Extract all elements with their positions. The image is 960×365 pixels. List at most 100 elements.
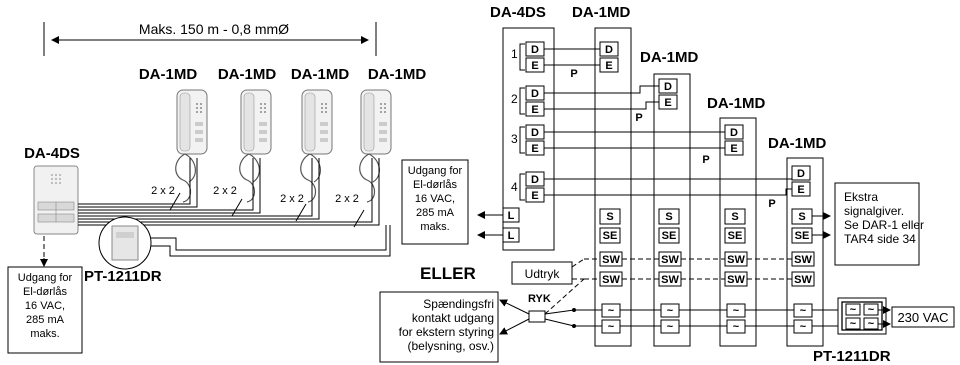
p-label-4: P [768,198,775,210]
output-note-box [7,266,83,354]
unit4-se: SE [795,230,810,242]
l-terminal-1: L [508,210,515,222]
panel-d-1: D [531,44,539,56]
right-output-note-box [401,159,469,245]
unit2-sw-1: SW [661,254,679,266]
wire-label-2: 2 x 2 [213,185,237,197]
unit2-ac-1: ~ [667,305,674,317]
unit1-ac-1: ~ [608,305,615,317]
extra-note-line-1: Ekstra [844,190,878,204]
eller-label: ELLER [420,264,476,283]
unit-label-2: DA-1MD [640,49,698,66]
unit-box-4 [786,157,824,347]
panel-d-4: D [531,174,539,186]
p-label-1: P [570,68,577,80]
unit2-s: S [665,211,672,223]
unit-label-1: DA-1MD [572,4,630,21]
schematic-panel-label: DA-4DS [490,4,546,21]
monitor-image-2 [239,89,272,203]
unit3-sw-1: SW [727,254,745,266]
extra-signal-box [834,182,920,266]
schematic-panel-box [502,27,555,251]
vac-label: 230 VAC [897,310,948,325]
unit1-ac-2: ~ [608,321,615,333]
unit2-e: E [664,97,671,109]
unit1-se: SE [603,230,618,242]
p-label-3: P [702,154,709,166]
panel-label: DA-4DS [24,145,80,162]
output-note-line-3: 16 VAC, [25,300,65,312]
unit3-sw-2: SW [727,274,745,286]
p-label-2: P [635,112,642,124]
psu-ac-1: ~ [850,304,857,316]
unit3-ac-1: ~ [733,305,740,317]
udtryk-label: Udtryk [525,267,561,281]
vac-box [891,306,955,328]
monitor-label-2: DA-1MD [218,66,276,83]
unit3-e: E [730,143,737,155]
unit2-sw-2: SW [661,274,679,286]
panel-e-4: E [531,190,538,202]
monitor-label-3: DA-1MD [291,66,349,83]
wire-label-1: 2 x 2 [151,185,175,197]
unit2-se: SE [662,230,677,242]
contact-note-line-4: (belysning, osv.) [408,339,494,353]
right-output-note-line-4: 285 mA [416,207,455,219]
contact-note-line-3: for ekstern styring [399,325,494,339]
unit-box-1 [594,27,632,347]
row-number-4: 4 [511,180,518,194]
panel-e-2: E [531,104,538,116]
unit-label-4: DA-1MD [768,135,826,152]
output-note-line-1: Udgang for [18,272,73,284]
distance-label: Maks. 150 m - 0,8 mmØ [139,21,289,37]
output-note-line-4: 285 mA [26,314,65,326]
ryk-relay [528,310,546,323]
output-note-line-2: El-dørlås [23,286,68,298]
output-note-line-5: maks. [30,328,59,340]
panel-e-3: E [531,143,538,155]
left-overview: Maks. 150 m - 0,8 mmØ DA-1MD DA-1MD DA-1… [7,21,426,354]
unit2-ac-2: ~ [667,321,674,333]
unit3-se: SE [728,230,743,242]
right-output-note-line-3: 16 VAC, [415,193,455,205]
row-number-3: 3 [511,132,518,146]
extra-note-line-3: Se DAR-1 eller [844,218,924,232]
right-output-note-line-1: Udgang for [408,165,463,177]
extra-note-line-2: signalgiver. [844,204,904,218]
l-terminal-2: L [508,230,515,242]
panel-e-1: E [531,60,538,72]
unit3-ac-2: ~ [733,321,740,333]
psu-box [837,297,887,335]
row-number-1: 1 [511,47,518,61]
unit4-s: S [798,211,805,223]
unit4-sw-1: SW [794,254,812,266]
unit1-d: D [605,44,613,56]
psu-ac-3: ~ [868,304,875,316]
ryk-label: RYK [528,293,551,305]
contact-note-box [379,291,499,363]
unit1-e: E [605,60,612,72]
unit1-sw-2: SW [602,274,620,286]
unit1-s: S [606,211,613,223]
contact-note-line-1: Spændingsfri [423,297,494,311]
psu-image [111,225,139,261]
row-number-2: 2 [511,92,518,106]
unit3-s: S [731,211,738,223]
unit-box-3 [719,117,757,347]
unit-box-2 [653,73,691,347]
right-psu-label: PT-1211DR [813,348,891,365]
unit4-e: E [797,184,804,196]
unit2-d: D [664,81,672,93]
right-output-note-line-5: maks. [420,221,449,233]
unit4-sw-2: SW [794,274,812,286]
monitor-image-4 [359,89,392,203]
door-panel-image [33,165,79,235]
extra-note-line-4: TAR4 side 34 [844,232,916,246]
panel-d-3: D [531,127,539,139]
monitor-image-3 [300,89,333,203]
right-schematic: DA-4DS DA-1MD DA-1MD DA-1MD DA-1MD 1 2 3… [379,4,955,365]
monitor-label-1: DA-1MD [139,66,197,83]
psu-ac-2: ~ [850,318,857,330]
unit-label-3: DA-1MD [707,95,765,112]
monitor-image-1 [175,89,208,203]
